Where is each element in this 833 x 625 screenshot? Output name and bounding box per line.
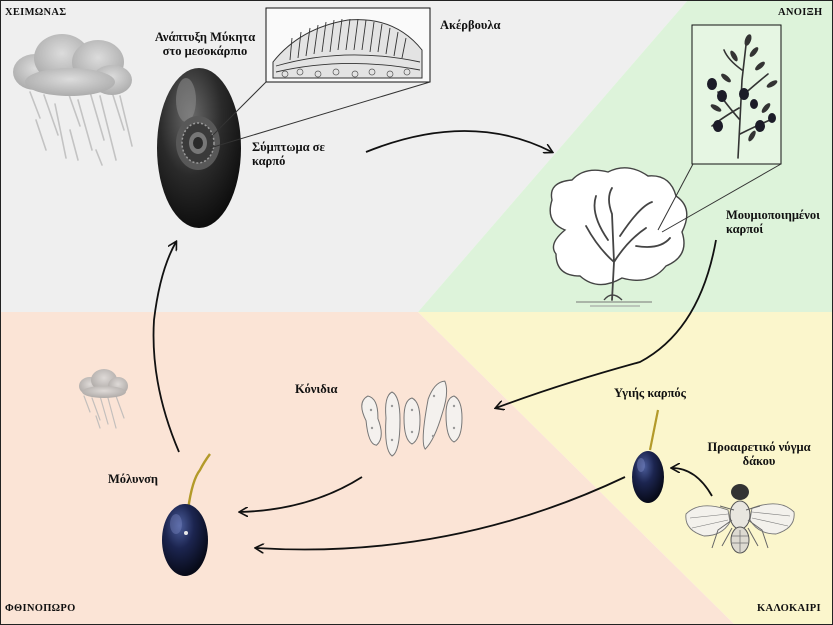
- season-winter-label: ΧΕΙΜΩΝΑΣ: [5, 7, 66, 19]
- symptom-line1: Σύμπτωμα σε: [252, 140, 325, 154]
- symptom-label: Σύμπτωμα σε καρπό: [252, 140, 325, 169]
- acervuli-label: Ακέρβουλα: [440, 18, 500, 32]
- season-spring-label: ΑΝΟΙΞΗ: [778, 7, 823, 19]
- infected-olive-icon: [157, 68, 241, 228]
- fungus-growth-line2: στο μεσοκάρπιο: [140, 44, 270, 58]
- fly-sting-label: Προαιρετικό νύγμα δάκου: [700, 440, 818, 469]
- fungus-growth-label: Ανάπτυξη Μύκητα στο μεσοκάρπιο: [140, 30, 270, 59]
- infection-label: Μόλυνση: [108, 472, 158, 486]
- fungus-growth-line1: Ανάπτυξη Μύκητα: [140, 30, 270, 44]
- fly-sting-line1: Προαιρετικό νύγμα: [700, 440, 818, 454]
- tissue-section-icon: [266, 8, 430, 82]
- mummified-fruits-label: Μουμιοποιημένοι καρποί: [726, 208, 820, 237]
- season-summer-label: ΚΑΛΟΚΑΙΡΙ: [757, 603, 821, 615]
- fly-sting-line2: δάκου: [700, 454, 818, 468]
- symptom-line2: καρπό: [252, 154, 325, 168]
- mummified-line1: Μουμιοποιημένοι: [726, 208, 820, 222]
- conidia-label: Κόνιδια: [295, 382, 338, 396]
- healthy-fruit-label: Υγιής καρπός: [614, 386, 686, 400]
- olive-branch-icon: [692, 25, 781, 164]
- season-autumn-label: ΦΘΙΝΟΠΩΡΟ: [5, 603, 76, 615]
- mummified-line2: καρποί: [726, 222, 820, 236]
